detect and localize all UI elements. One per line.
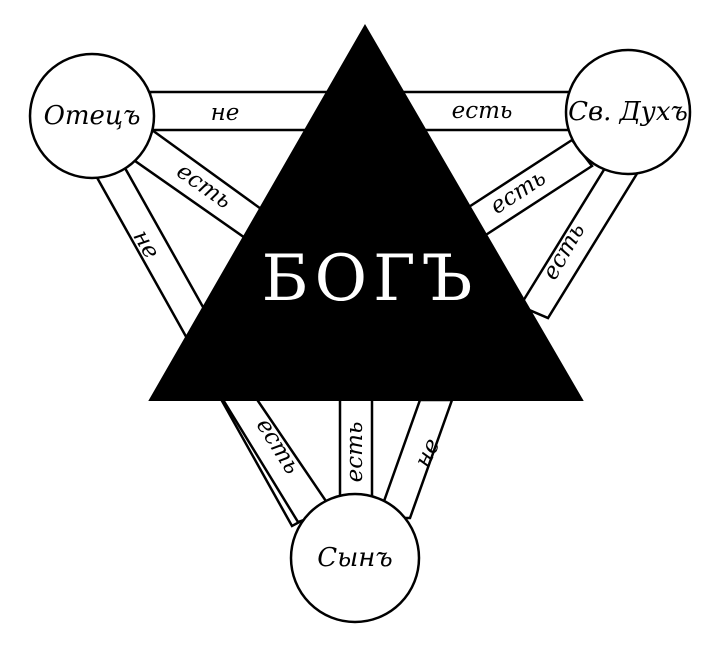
node-father-label: Отецъ [44,101,141,131]
node-son-label: Сынъ [317,543,393,573]
center-label: БОГЪ [262,242,479,316]
node-spirit [564,48,692,176]
node-son [289,492,421,624]
node-spirit-label: Св. Духъ [568,97,688,127]
center-triangle [148,24,584,401]
link-father-spirit-label: не [211,100,240,126]
node-father [28,52,156,180]
link-son-center-mid-label: есть [342,422,368,483]
link-spirit-center-label: есть [452,98,513,124]
